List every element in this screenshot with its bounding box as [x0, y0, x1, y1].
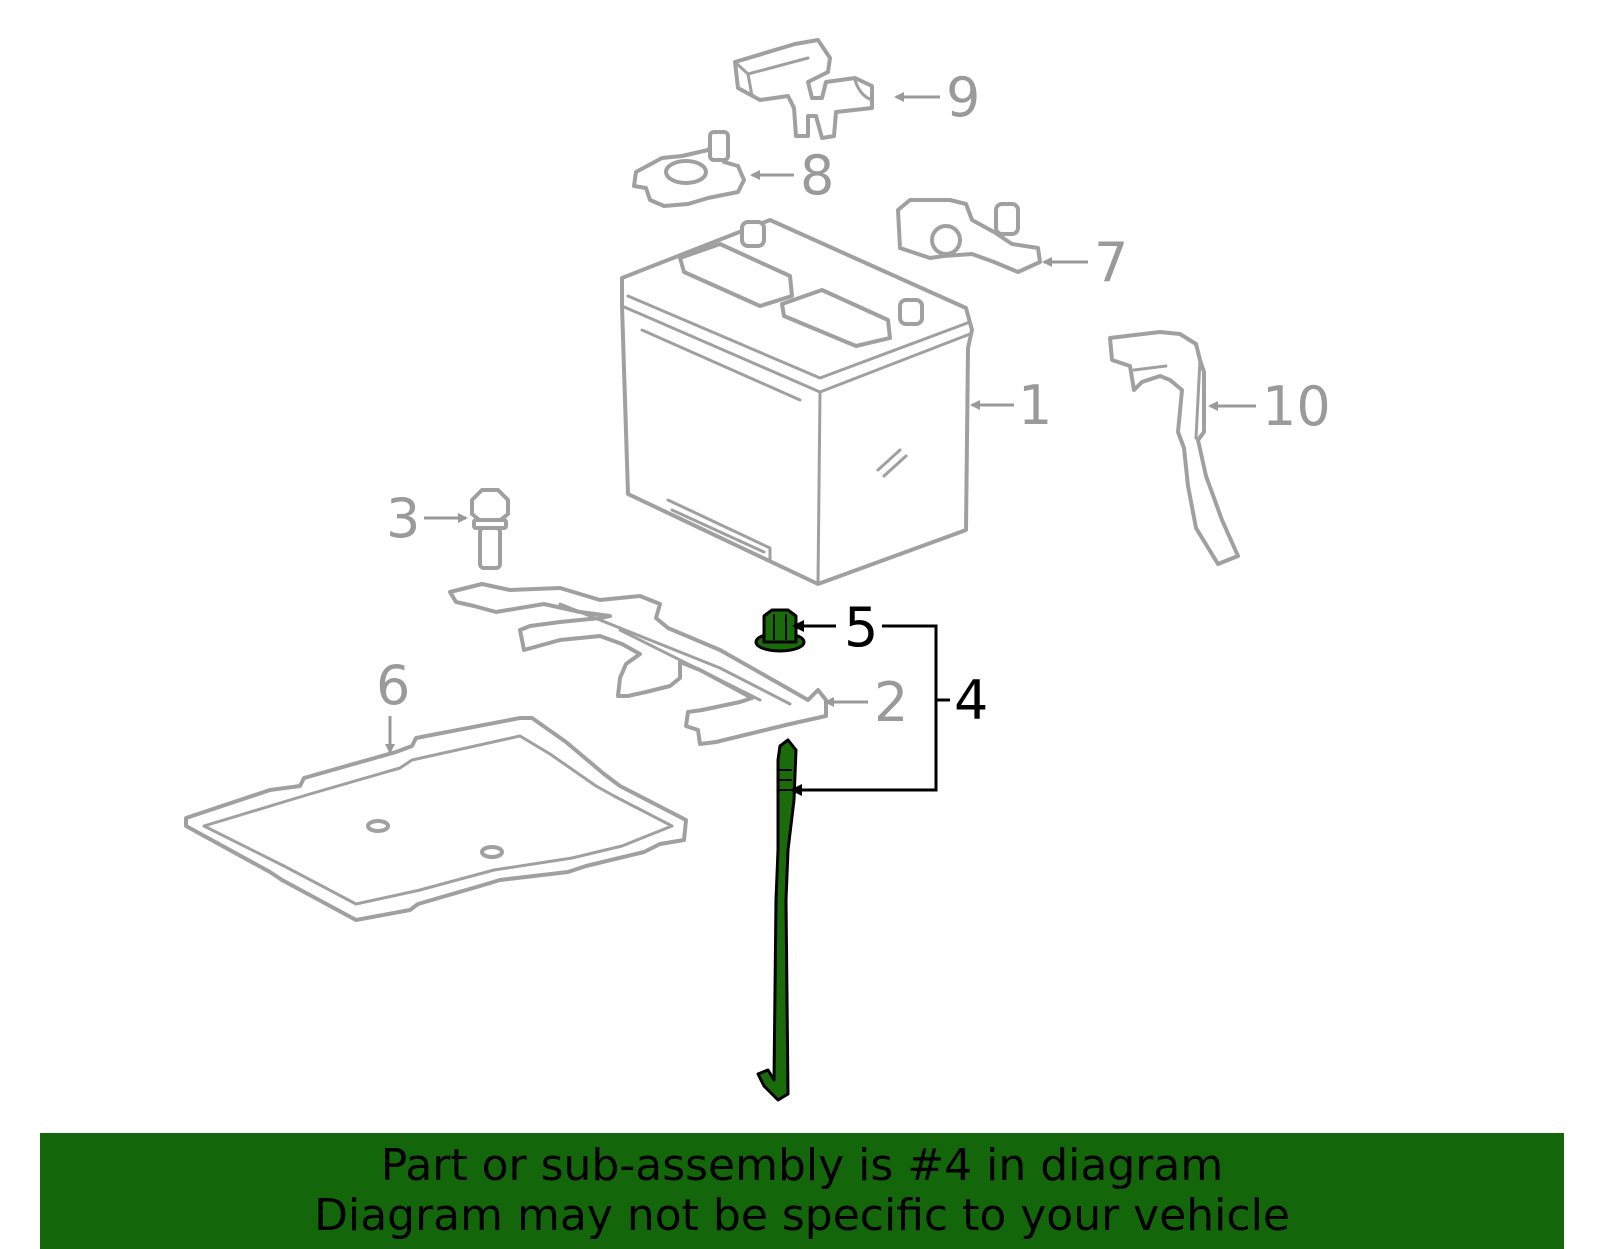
hold-down-rod-part-highlighted[interactable] [756, 738, 798, 1102]
callout-4: 4 [954, 669, 988, 732]
callout-1: 1 [1018, 374, 1052, 437]
callout-7: 7 [1094, 231, 1128, 294]
highlight-leader-lines [790, 620, 950, 796]
battery-tray-part [184, 716, 688, 922]
terminal-clamp-part [632, 130, 746, 208]
callout-6: 6 [376, 654, 410, 717]
terminal-cover-part [733, 38, 874, 140]
nut-part-highlighted[interactable] [754, 608, 806, 653]
callout-9: 9 [946, 66, 980, 129]
negative-cable-part [1108, 330, 1240, 566]
callout-5: 5 [844, 596, 878, 659]
callout-10: 10 [1262, 375, 1331, 438]
positive-terminal-part [896, 198, 1042, 274]
banner-line-1: Part or sub-assembly is #4 in diagram [380, 1140, 1224, 1191]
hold-down-clamp-part [448, 582, 828, 746]
info-banner: Part or sub-assembly is #4 in diagram Di… [40, 1133, 1564, 1249]
callout-3: 3 [386, 487, 420, 550]
parts-diagram: 9 8 7 1 10 3 2 6 5 4 [184, 38, 1331, 1102]
leader-lines [385, 92, 1256, 754]
bolt-part [470, 488, 510, 570]
banner-line-2: Diagram may not be specific to your vehi… [314, 1190, 1290, 1241]
battery-part [620, 218, 974, 586]
callout-8: 8 [800, 144, 834, 207]
callout-2: 2 [874, 671, 908, 734]
